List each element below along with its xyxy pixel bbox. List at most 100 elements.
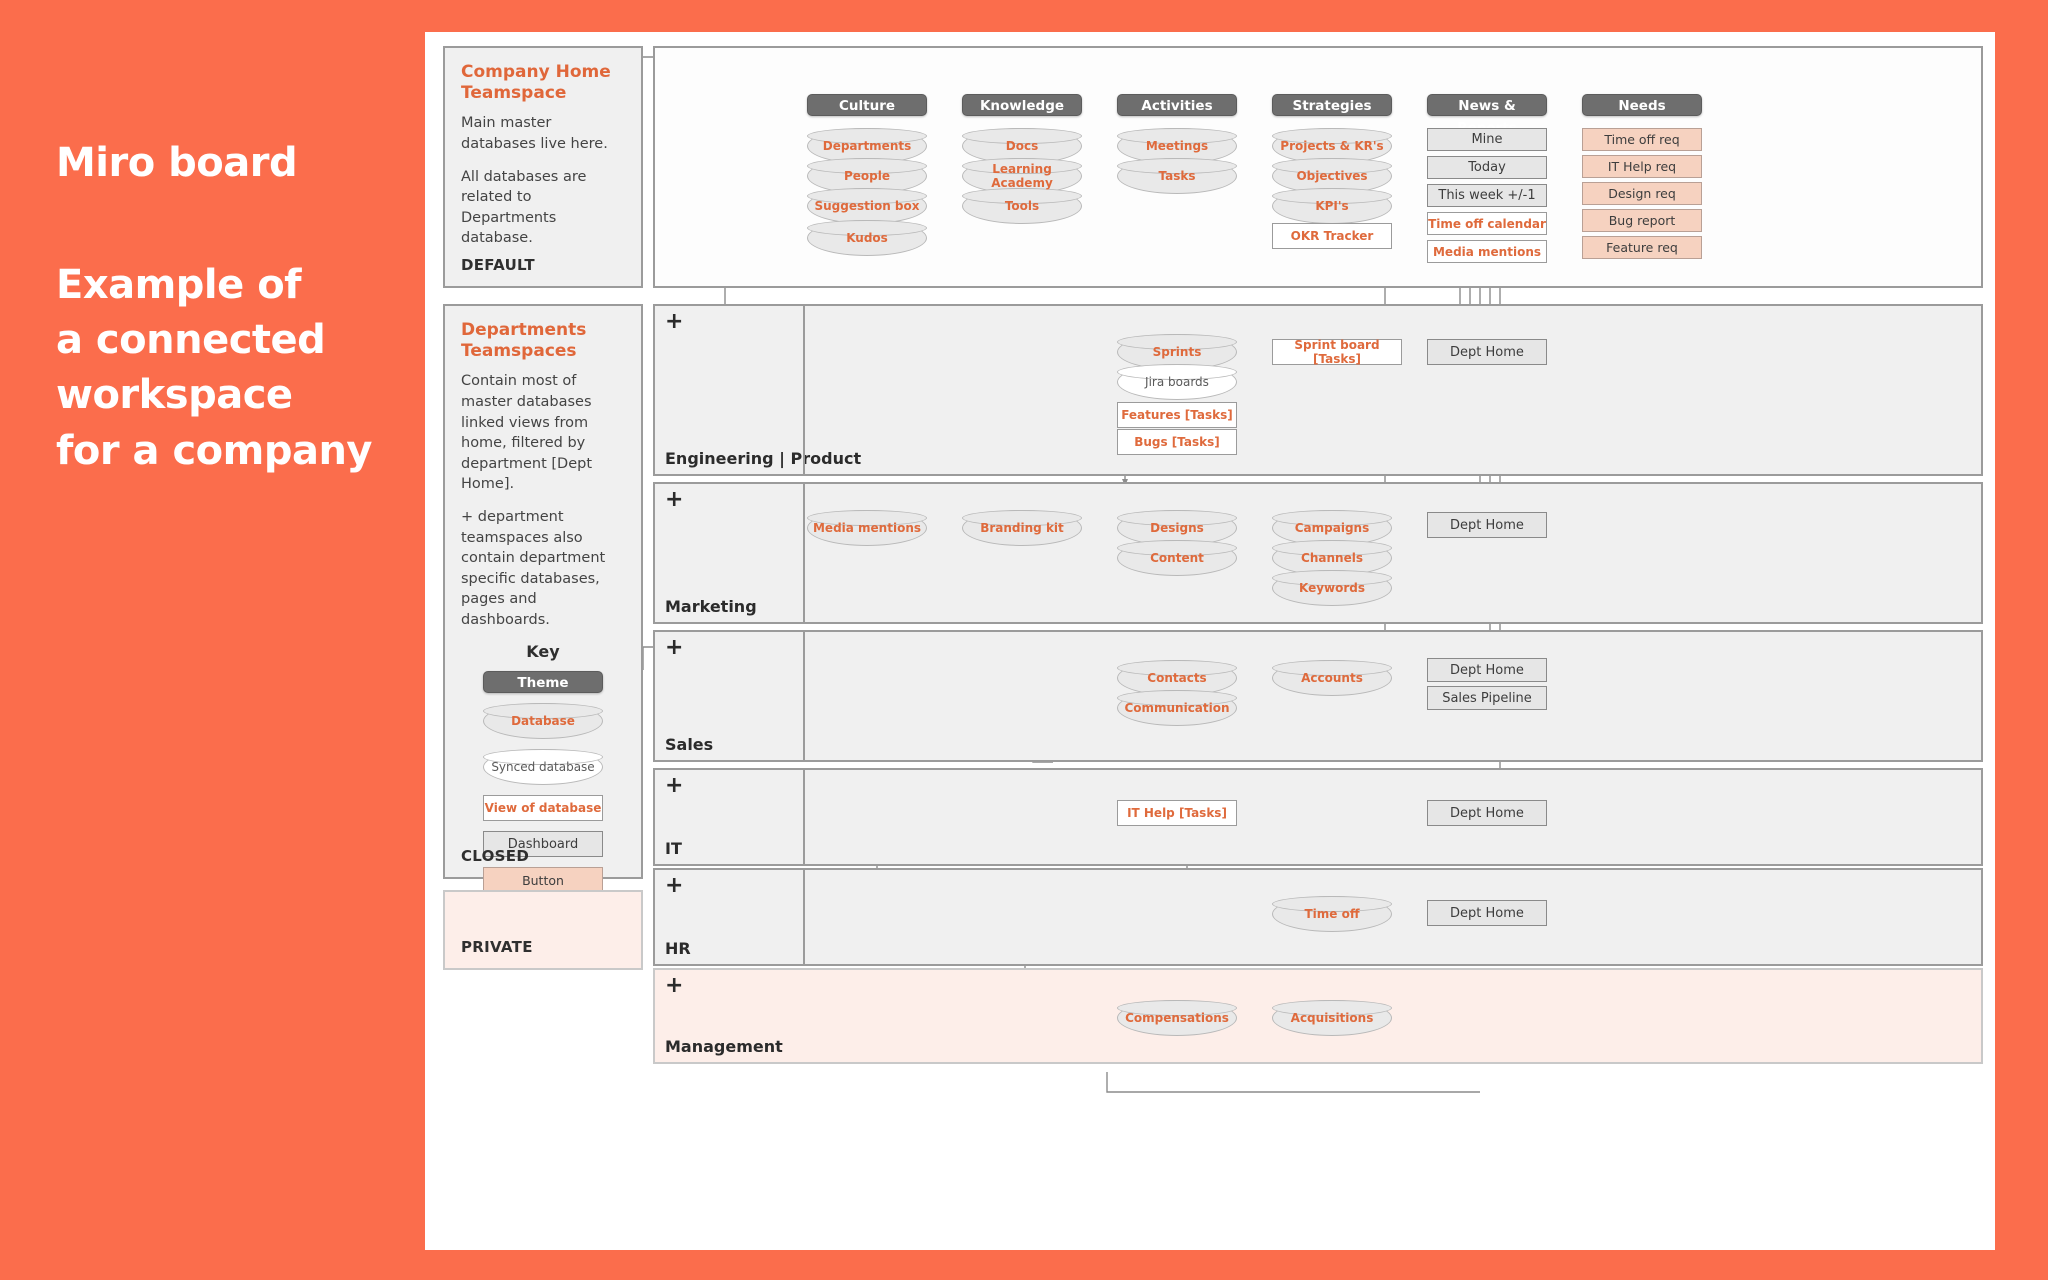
panel-body-departments: Contain most of master databases linked … bbox=[461, 373, 606, 628]
view-media-mentions[interactable]: Media mentions bbox=[1427, 240, 1547, 263]
page-title: Miro board bbox=[56, 140, 298, 186]
key-item-database: Database bbox=[445, 703, 641, 740]
key-legend: Theme Database Synced database View of d… bbox=[445, 671, 641, 894]
key-item-theme: Theme bbox=[445, 671, 641, 694]
panel-footer-private: PRIVATE bbox=[461, 938, 533, 956]
panel-title-company-home: Company Home Teamspace bbox=[461, 62, 611, 103]
view-features-tasks[interactable]: Features [Tasks] bbox=[1117, 402, 1237, 428]
theme-news-reports[interactable]: News & Reports bbox=[1427, 94, 1547, 136]
theme-culture[interactable]: Culture bbox=[807, 94, 927, 116]
dashboard-dept-home-hr[interactable]: Dept Home bbox=[1427, 900, 1547, 926]
view-bugs-tasks[interactable]: Bugs [Tasks] bbox=[1117, 429, 1237, 455]
db-tools[interactable]: Tools bbox=[962, 188, 1082, 224]
view-it-help-tasks[interactable]: IT Help [Tasks] bbox=[1117, 800, 1237, 826]
view-time-off-calendar[interactable]: Time off calendar bbox=[1427, 212, 1547, 235]
theme-strategies[interactable]: Strategies bbox=[1272, 94, 1392, 116]
key-item-button: Button bbox=[445, 867, 641, 894]
dept-divider bbox=[803, 306, 805, 474]
button-it-help-req[interactable]: IT Help req bbox=[1582, 155, 1702, 178]
dept-divider bbox=[803, 632, 805, 760]
db-branding-kit[interactable]: Branding kit bbox=[962, 510, 1082, 546]
key-item-dashboard: Dashboard bbox=[445, 831, 641, 858]
db-suggestion-box[interactable]: Suggestion box bbox=[807, 188, 927, 224]
dept-add-engineering[interactable]: + bbox=[665, 309, 684, 334]
db-docs[interactable]: Docs bbox=[962, 128, 1082, 164]
theme-knowledge[interactable]: Knowledge bbox=[962, 94, 1082, 116]
subtitle-line-2: a connected bbox=[56, 317, 326, 364]
db-time-off[interactable]: Time off bbox=[1272, 896, 1392, 932]
dashboard-mine[interactable]: Mine bbox=[1427, 128, 1547, 151]
theme-needs[interactable]: Needs bbox=[1582, 94, 1702, 116]
dept-row-hr[interactable]: + HR Time off Dept Home bbox=[653, 868, 1983, 966]
sidebar-panel-departments-teamspaces[interactable]: Departments Teamspaces Contain most of m… bbox=[443, 304, 643, 894]
db-contacts[interactable]: Contacts bbox=[1117, 660, 1237, 696]
db-communication[interactable]: Communication bbox=[1117, 690, 1237, 726]
legend-button-shape: Button bbox=[483, 867, 603, 894]
key-heading: Key bbox=[526, 642, 560, 662]
db-kudos[interactable]: Kudos bbox=[807, 220, 927, 256]
db-kpis[interactable]: KPI's bbox=[1272, 188, 1392, 224]
db-keywords[interactable]: Keywords bbox=[1272, 570, 1392, 606]
panel-body-company-home: Main master databases live here. All dat… bbox=[461, 115, 608, 247]
legend-view-of-database-shape: View of database bbox=[483, 795, 603, 822]
dept-row-engineering-product[interactable]: + Engineering | Product Sprints Jira boa… bbox=[653, 304, 1983, 476]
sidebar-panel-company-home[interactable]: Company Home Teamspace Main master datab… bbox=[443, 46, 643, 288]
db-acquisitions[interactable]: Acquisitions bbox=[1272, 1000, 1392, 1036]
subtitle-line-1: Example of bbox=[56, 262, 302, 308]
panel-title-departments: Departments Teamspaces bbox=[461, 320, 587, 361]
dept-add-hr[interactable]: + bbox=[665, 873, 684, 898]
dept-label-sales: Sales bbox=[665, 735, 714, 754]
panel-footer-closed: CLOSED bbox=[461, 847, 530, 865]
subtitle-line-4: for a company bbox=[56, 427, 373, 474]
dept-row-it[interactable]: + IT IT Help [Tasks] Dept Home bbox=[653, 768, 1983, 866]
db-projects-krs[interactable]: Projects & KR's bbox=[1272, 128, 1392, 164]
button-time-off-req[interactable]: Time off req bbox=[1582, 128, 1702, 151]
button-feature-req[interactable]: Feature req bbox=[1582, 236, 1702, 259]
legend-theme-shape: Theme bbox=[483, 671, 603, 694]
dept-label-marketing: Marketing bbox=[665, 597, 757, 616]
dashboard-dept-home-it[interactable]: Dept Home bbox=[1427, 800, 1547, 826]
view-okr-tracker[interactable]: OKR Tracker bbox=[1272, 223, 1392, 249]
legend-database-shape: Database bbox=[483, 703, 603, 740]
db-media-mentions[interactable]: Media mentions bbox=[807, 510, 927, 546]
company-home-board[interactable]: Culture Knowledge Activities Strategies … bbox=[653, 46, 1983, 288]
db-compensations[interactable]: Compensations bbox=[1117, 1000, 1237, 1036]
theme-activities[interactable]: Activities bbox=[1117, 94, 1237, 116]
slide-subtitle: Example of a connected workspace for a c… bbox=[56, 258, 416, 479]
dept-divider bbox=[803, 770, 805, 864]
db-content[interactable]: Content bbox=[1117, 540, 1237, 576]
subtitle-line-3: workspace bbox=[56, 372, 293, 419]
db-accounts[interactable]: Accounts bbox=[1272, 660, 1392, 696]
sidebar-panel-private[interactable]: PRIVATE bbox=[443, 890, 643, 970]
dashboard-dept-home-sales[interactable]: Dept Home bbox=[1427, 658, 1547, 682]
button-design-req[interactable]: Design req bbox=[1582, 182, 1702, 205]
db-sprints[interactable]: Sprints bbox=[1117, 334, 1237, 370]
dashboard-dept-home-engineering[interactable]: Dept Home bbox=[1427, 339, 1547, 365]
button-bug-report[interactable]: Bug report bbox=[1582, 209, 1702, 232]
dept-divider bbox=[803, 484, 805, 622]
dashboard-sales-pipeline[interactable]: Sales Pipeline bbox=[1427, 686, 1547, 710]
db-learning-academy[interactable]: Learning Academy bbox=[962, 158, 1082, 194]
db-tasks[interactable]: Tasks bbox=[1117, 158, 1237, 194]
key-item-view-of-database: View of database bbox=[445, 795, 641, 822]
panel-footer-default: DEFAULT bbox=[461, 256, 535, 274]
dashboard-today[interactable]: Today bbox=[1427, 156, 1547, 179]
view-sprint-board-tasks[interactable]: Sprint board [Tasks] bbox=[1272, 338, 1402, 366]
dept-add-management[interactable]: + bbox=[665, 973, 684, 998]
dept-add-marketing[interactable]: + bbox=[665, 487, 684, 512]
dept-label-management: Management bbox=[665, 1037, 783, 1056]
dept-add-sales[interactable]: + bbox=[665, 635, 684, 660]
miro-board-canvas[interactable]: Company Home Teamspace Main master datab… bbox=[425, 32, 1995, 1250]
dept-label-hr: HR bbox=[665, 939, 691, 958]
dept-label-it: IT bbox=[665, 839, 682, 858]
dept-row-management[interactable]: + Management Compensations Acquisitions bbox=[653, 968, 1983, 1064]
dept-row-sales[interactable]: + Sales Contacts Communication Accounts … bbox=[653, 630, 1983, 762]
dashboard-dept-home-marketing[interactable]: Dept Home bbox=[1427, 512, 1547, 538]
dept-add-it[interactable]: + bbox=[665, 773, 684, 798]
db-meetings[interactable]: Meetings bbox=[1117, 128, 1237, 164]
dept-row-marketing[interactable]: + Marketing Media mentions Branding kit … bbox=[653, 482, 1983, 624]
slide-title-block: Miro board Example of a connected worksp… bbox=[56, 140, 416, 479]
db-jira-boards[interactable]: Jira boards bbox=[1117, 364, 1237, 400]
dashboard-this-week[interactable]: This week +/-1 bbox=[1427, 184, 1547, 207]
dept-divider bbox=[803, 870, 805, 964]
